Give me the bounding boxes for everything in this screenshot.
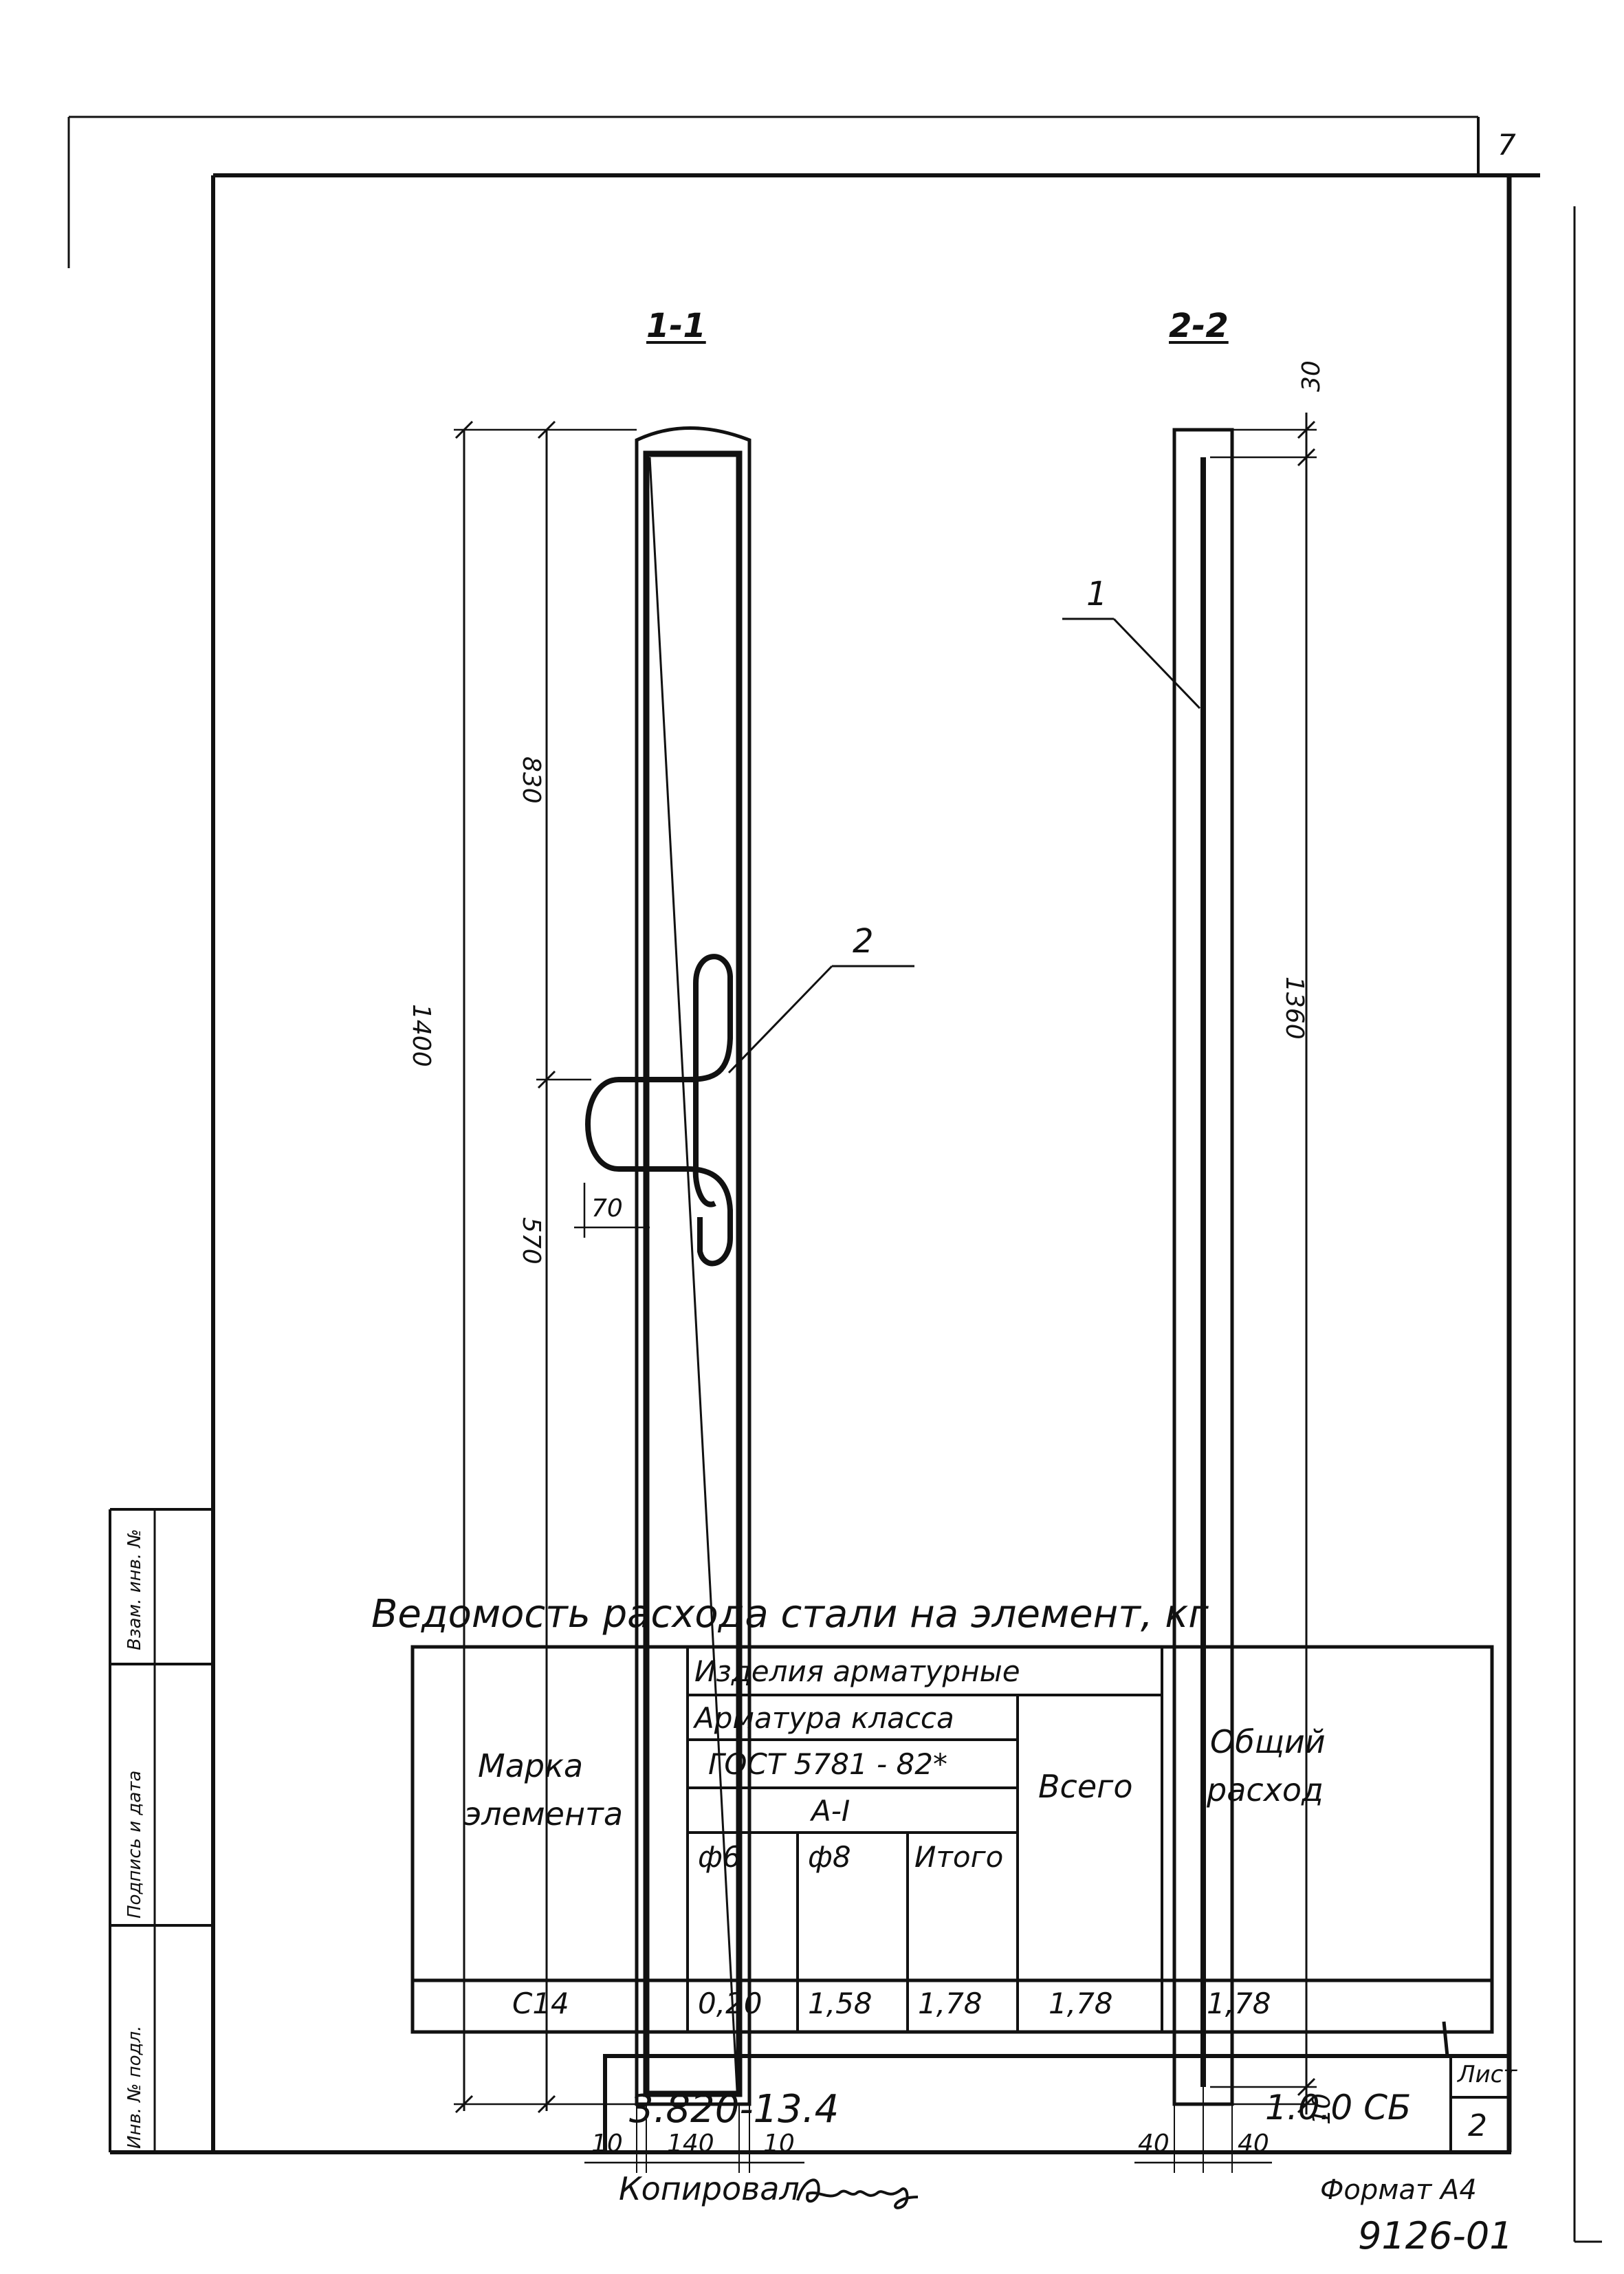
td-d6: 0,20 xyxy=(698,1987,762,2020)
dim-1400: 1400 xyxy=(407,1004,435,1067)
th-class-label: Арматура класса xyxy=(694,1701,954,1735)
dim-40-right: 40 xyxy=(1238,2130,1269,2158)
td-subtotal: 1,78 xyxy=(918,1987,983,2020)
dim-10-left: 10 xyxy=(591,2130,623,2158)
th-mark-line2: элемента xyxy=(464,1795,624,1833)
callout-1: 1 xyxy=(1086,575,1108,613)
inventory-number: 9126-01 xyxy=(1358,2214,1513,2257)
copier-signature xyxy=(796,2178,919,2209)
section-1-1-label: 1-1 xyxy=(646,307,706,345)
dim-30: 30 xyxy=(1297,360,1326,392)
dim-830: 830 xyxy=(517,756,545,804)
th-class: А-I xyxy=(811,1794,851,1828)
td-mark: С14 xyxy=(512,1987,569,2020)
sheet-number: 2 xyxy=(1468,2108,1487,2143)
steel-table-title: Ведомость расхода стали на элемент, кг xyxy=(371,1592,1209,1637)
td-d8: 1,58 xyxy=(808,1987,873,2020)
td-overall: 1,78 xyxy=(1207,1987,1271,2020)
th-total: Всего xyxy=(1038,1768,1133,1805)
stamp-label-original-inv: Инв. № подл. xyxy=(124,2025,145,2149)
th-d6: ф6 xyxy=(698,1840,741,1874)
format-label: Формат А4 xyxy=(1320,2174,1477,2206)
stamp-label-replacement-inv: Взам. инв. № xyxy=(124,1529,145,1650)
th-d8: ф8 xyxy=(808,1840,851,1874)
sheet-corner-number: 7 xyxy=(1497,128,1516,162)
dim-140: 140 xyxy=(667,2130,714,2158)
th-mark-line1: Марка xyxy=(478,1747,584,1784)
dim-1360: 1360 xyxy=(1280,976,1308,1040)
dim-70: 70 xyxy=(591,1194,623,1223)
th-overall-line2: расход xyxy=(1207,1771,1324,1808)
dim-10-right: 10 xyxy=(763,2130,795,2158)
callout-2: 2 xyxy=(853,922,874,961)
sheet-label: Лист xyxy=(1458,2061,1517,2088)
copied-by-label: Копировал xyxy=(619,2170,800,2207)
th-subtotal: Итого xyxy=(914,1840,1004,1874)
dim-40-left: 40 xyxy=(1138,2130,1170,2158)
td-total: 1,78 xyxy=(1049,1987,1113,2020)
stamp-label-signature-date: Подпись и дата xyxy=(124,1770,145,1918)
th-overall-line1: Общий xyxy=(1210,1723,1326,1760)
section-2-2-label: 2-2 xyxy=(1169,307,1229,345)
th-group: Изделия арматурные xyxy=(694,1654,1020,1688)
doc-code: 3.820-13.4 xyxy=(629,2087,840,2132)
doc-suffix: 1.0.0 СБ xyxy=(1265,2088,1412,2128)
th-gost: ГОСТ 5781 - 82* xyxy=(708,1747,947,1781)
dim-570: 570 xyxy=(517,1217,545,1265)
